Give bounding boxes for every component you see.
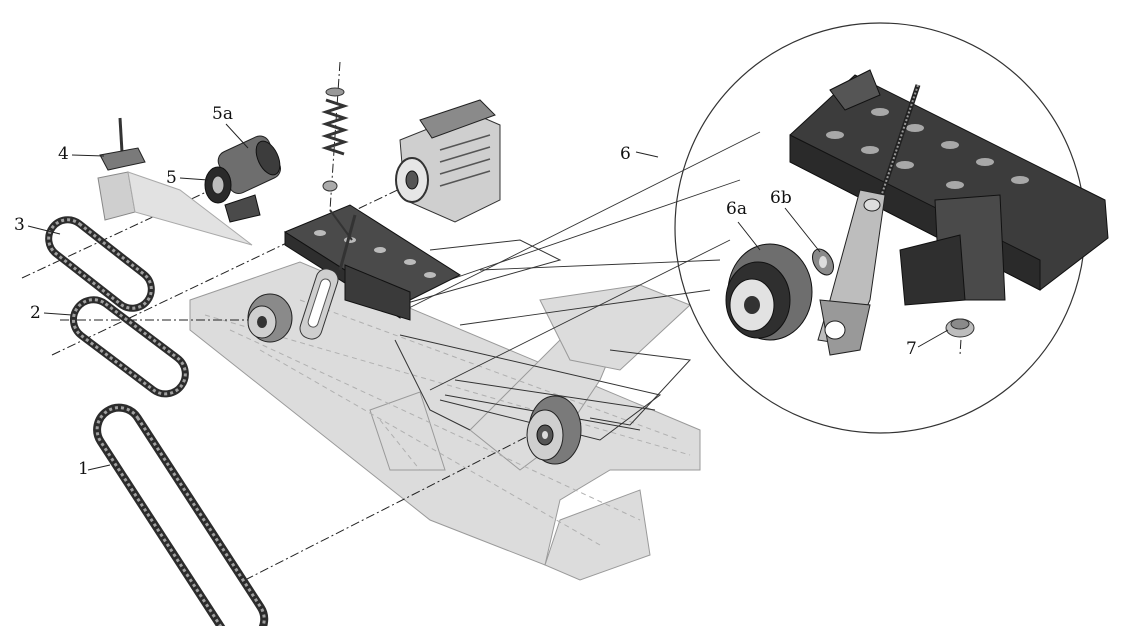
callout-1: 1 [78, 459, 89, 479]
callout-7: 7 [906, 339, 917, 359]
callout-6: 6 [620, 144, 631, 164]
crank-pulley [526, 395, 582, 465]
callout-3: 3 [14, 215, 25, 235]
callout-6a: 6a [726, 199, 747, 219]
compressor [395, 99, 501, 223]
belt-2 [69, 296, 189, 398]
callout-4: 4 [58, 144, 69, 164]
detail-bracket-plate [789, 69, 1109, 306]
detail-threaded-rod [877, 84, 921, 201]
detail-tensioner-arm [817, 189, 886, 356]
leader-lines [27, 123, 949, 471]
idler-pulley [247, 293, 293, 343]
callout-5: 5 [166, 168, 177, 188]
part-5-motor [204, 135, 281, 223]
callout-2: 2 [30, 303, 41, 323]
belt-3 [45, 216, 155, 312]
spring-adjuster [321, 87, 349, 192]
detail-bushing-6b [812, 248, 834, 276]
detail-pulley-6a [725, 243, 813, 341]
tensioner-base [283, 204, 462, 340]
detail-nut-7 [945, 318, 975, 338]
part-4-mount-bracket [97, 117, 253, 246]
chassis-frame-dashes [204, 299, 691, 546]
belt-1 [93, 403, 269, 626]
callout-6b: 6b [770, 188, 792, 208]
magnifier-connector-lines [394, 131, 761, 391]
callout-5a: 5a [212, 104, 233, 124]
